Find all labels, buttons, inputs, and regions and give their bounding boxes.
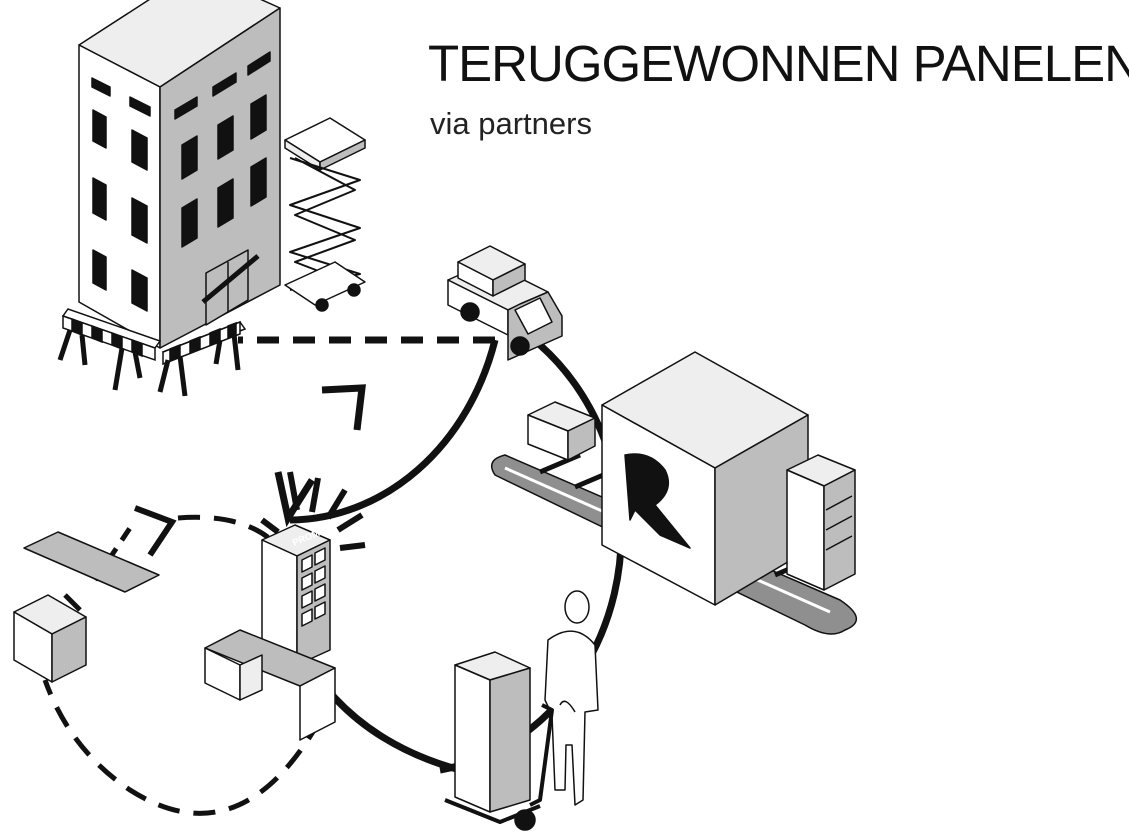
panel-sheet-icon [23, 531, 160, 593]
recycle-logo-icon [624, 453, 691, 549]
desk-icon [204, 629, 336, 741]
secondary-ring [177, 514, 305, 591]
arrow-icon [274, 471, 315, 528]
arrow-icon [133, 505, 177, 557]
diagram-subtitle: via partners [430, 106, 592, 141]
building-icon [78, 0, 281, 349]
worker-icon [544, 590, 599, 806]
cabinet-icon [786, 454, 856, 591]
cube-icon [13, 594, 87, 683]
conveyor-machine-icon [490, 351, 857, 635]
barrier-left [57, 308, 162, 391]
delivery-truck-icon [447, 245, 563, 361]
scissor-lift-icon [284, 117, 366, 312]
diagram-title: TERUGGEWONNEN PANELEN [428, 35, 1129, 92]
barrier-right [157, 320, 247, 397]
promo-kiosk-icon: PROMO [260, 471, 366, 666]
secondary-ring-left [63, 593, 82, 612]
secondary-ring-bottom [42, 679, 323, 816]
hand-truck-icon [444, 651, 554, 831]
arrow-icon [321, 384, 366, 431]
cycle-ring [289, 339, 499, 524]
